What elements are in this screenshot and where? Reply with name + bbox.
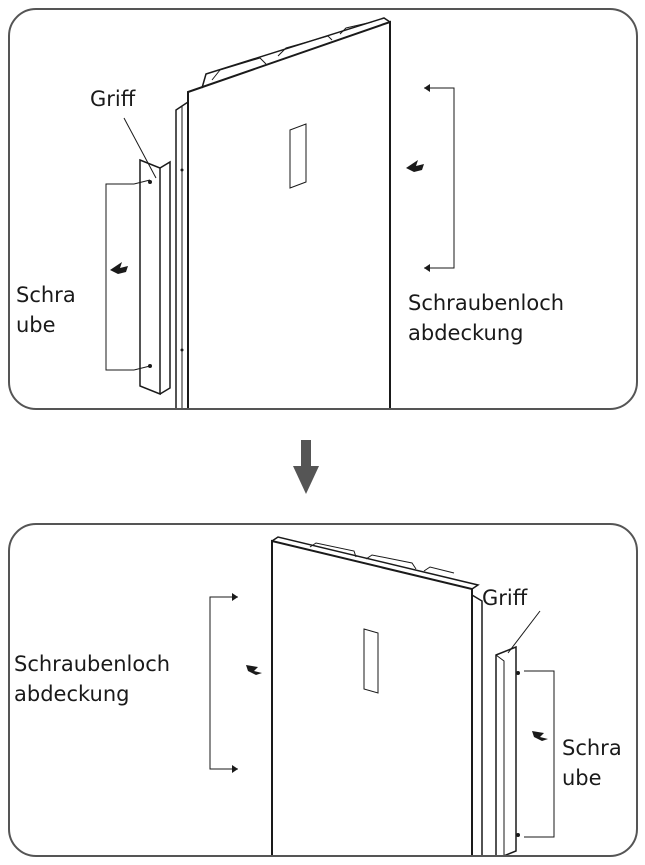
cover-label-line-1: Schraubenloch <box>14 652 170 676</box>
screw-bracket <box>524 670 555 838</box>
door-window <box>363 628 379 694</box>
screw-label-line-2: ube <box>562 766 602 790</box>
cover-arrow <box>246 665 262 675</box>
cover-label-line-1: Schraubenloch <box>408 291 564 315</box>
handle-label: Griff <box>90 87 136 111</box>
down-arrow-icon <box>293 440 319 494</box>
screw-arrow <box>532 731 548 741</box>
screw-bracket <box>105 183 134 371</box>
cover-label-line-2: abdeckung <box>14 682 129 706</box>
door-front <box>187 20 391 408</box>
screw-arrow <box>110 262 128 274</box>
step-1-panel: Griff Schra ube Schraubenloch abdeckung <box>8 8 638 410</box>
door-top-edge <box>201 17 391 89</box>
cover-bracket <box>209 596 238 770</box>
handle <box>139 158 161 396</box>
door-side-edge <box>471 594 483 855</box>
step-2-panel: Griff Schraubenloch abdeckung Schra ube <box>8 523 638 857</box>
door-top-edge <box>271 536 480 590</box>
door-front <box>271 539 473 855</box>
screw-label-line-2: ube <box>16 313 56 337</box>
handle-leader <box>123 117 157 179</box>
handle-leader <box>507 610 541 654</box>
step-1-illustration: Griff Schra ube Schraubenloch abdeckung <box>16 17 564 408</box>
cover-bracket <box>424 87 455 269</box>
door-window <box>289 123 307 189</box>
handle-label: Griff <box>482 586 528 610</box>
handle <box>495 645 517 855</box>
cover-arrow <box>406 160 424 172</box>
screw-label-line-1: Schra <box>16 283 76 307</box>
cover-label-line-2: abdeckung <box>408 321 523 345</box>
step-2-illustration: Griff Schraubenloch abdeckung Schra ube <box>14 536 622 855</box>
screw-label-line-1: Schra <box>562 736 622 760</box>
